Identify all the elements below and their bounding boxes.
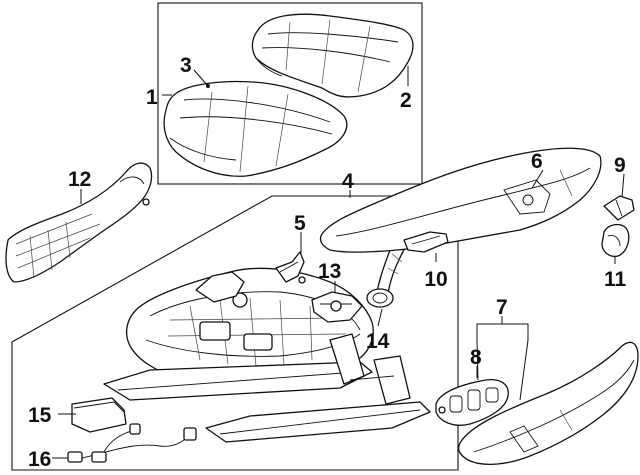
callout-8: 8 — [470, 346, 482, 369]
callout-14: 14 — [366, 330, 390, 353]
callout-15: 15 — [28, 404, 52, 427]
control-module-part-15 — [58, 397, 127, 433]
wire-harness-part-16 — [52, 423, 197, 463]
cushion-group-box — [157, 2, 423, 185]
lumbar-unit-part-13 — [311, 291, 363, 323]
leader-6 — [531, 169, 544, 189]
side-cover-part-6 — [319, 147, 602, 253]
callout-6: 6 — [531, 150, 543, 173]
knob-part-9 — [603, 195, 635, 221]
switch-knob-part-11 — [601, 223, 630, 258]
frame-group-box — [11, 195, 459, 471]
callout-2: 2 — [400, 89, 412, 112]
seat-cushion-pad — [163, 80, 348, 177]
callout-13: 13 — [318, 260, 341, 283]
side-cover-part-7 — [457, 341, 639, 465]
leader-7-bracket — [476, 323, 529, 340]
callout-11: 11 — [604, 268, 627, 291]
callout-10: 10 — [424, 268, 447, 291]
switch-panel-part-8 — [435, 378, 509, 426]
recliner-bracket-part-5 — [275, 251, 306, 284]
seat-track-frame — [103, 267, 431, 443]
callout-12: 12 — [68, 168, 91, 191]
leader-7-left — [476, 339, 479, 381]
leader-7-right — [519, 339, 529, 401]
leader-14 — [377, 308, 383, 327]
side-shield-part-12 — [5, 162, 153, 283]
callout-9: 9 — [614, 154, 626, 177]
callout-5: 5 — [294, 212, 306, 235]
callout-16: 16 — [28, 448, 51, 471]
callout-1: 1 — [146, 86, 158, 109]
callout-3: 3 — [180, 54, 192, 77]
leader-9 — [621, 173, 625, 198]
callout-7: 7 — [496, 296, 508, 319]
leader-3 — [193, 69, 209, 87]
callout-4: 4 — [342, 170, 354, 193]
switch-knob-part-10 — [403, 231, 449, 253]
seat-cushion-cover — [251, 13, 414, 98]
